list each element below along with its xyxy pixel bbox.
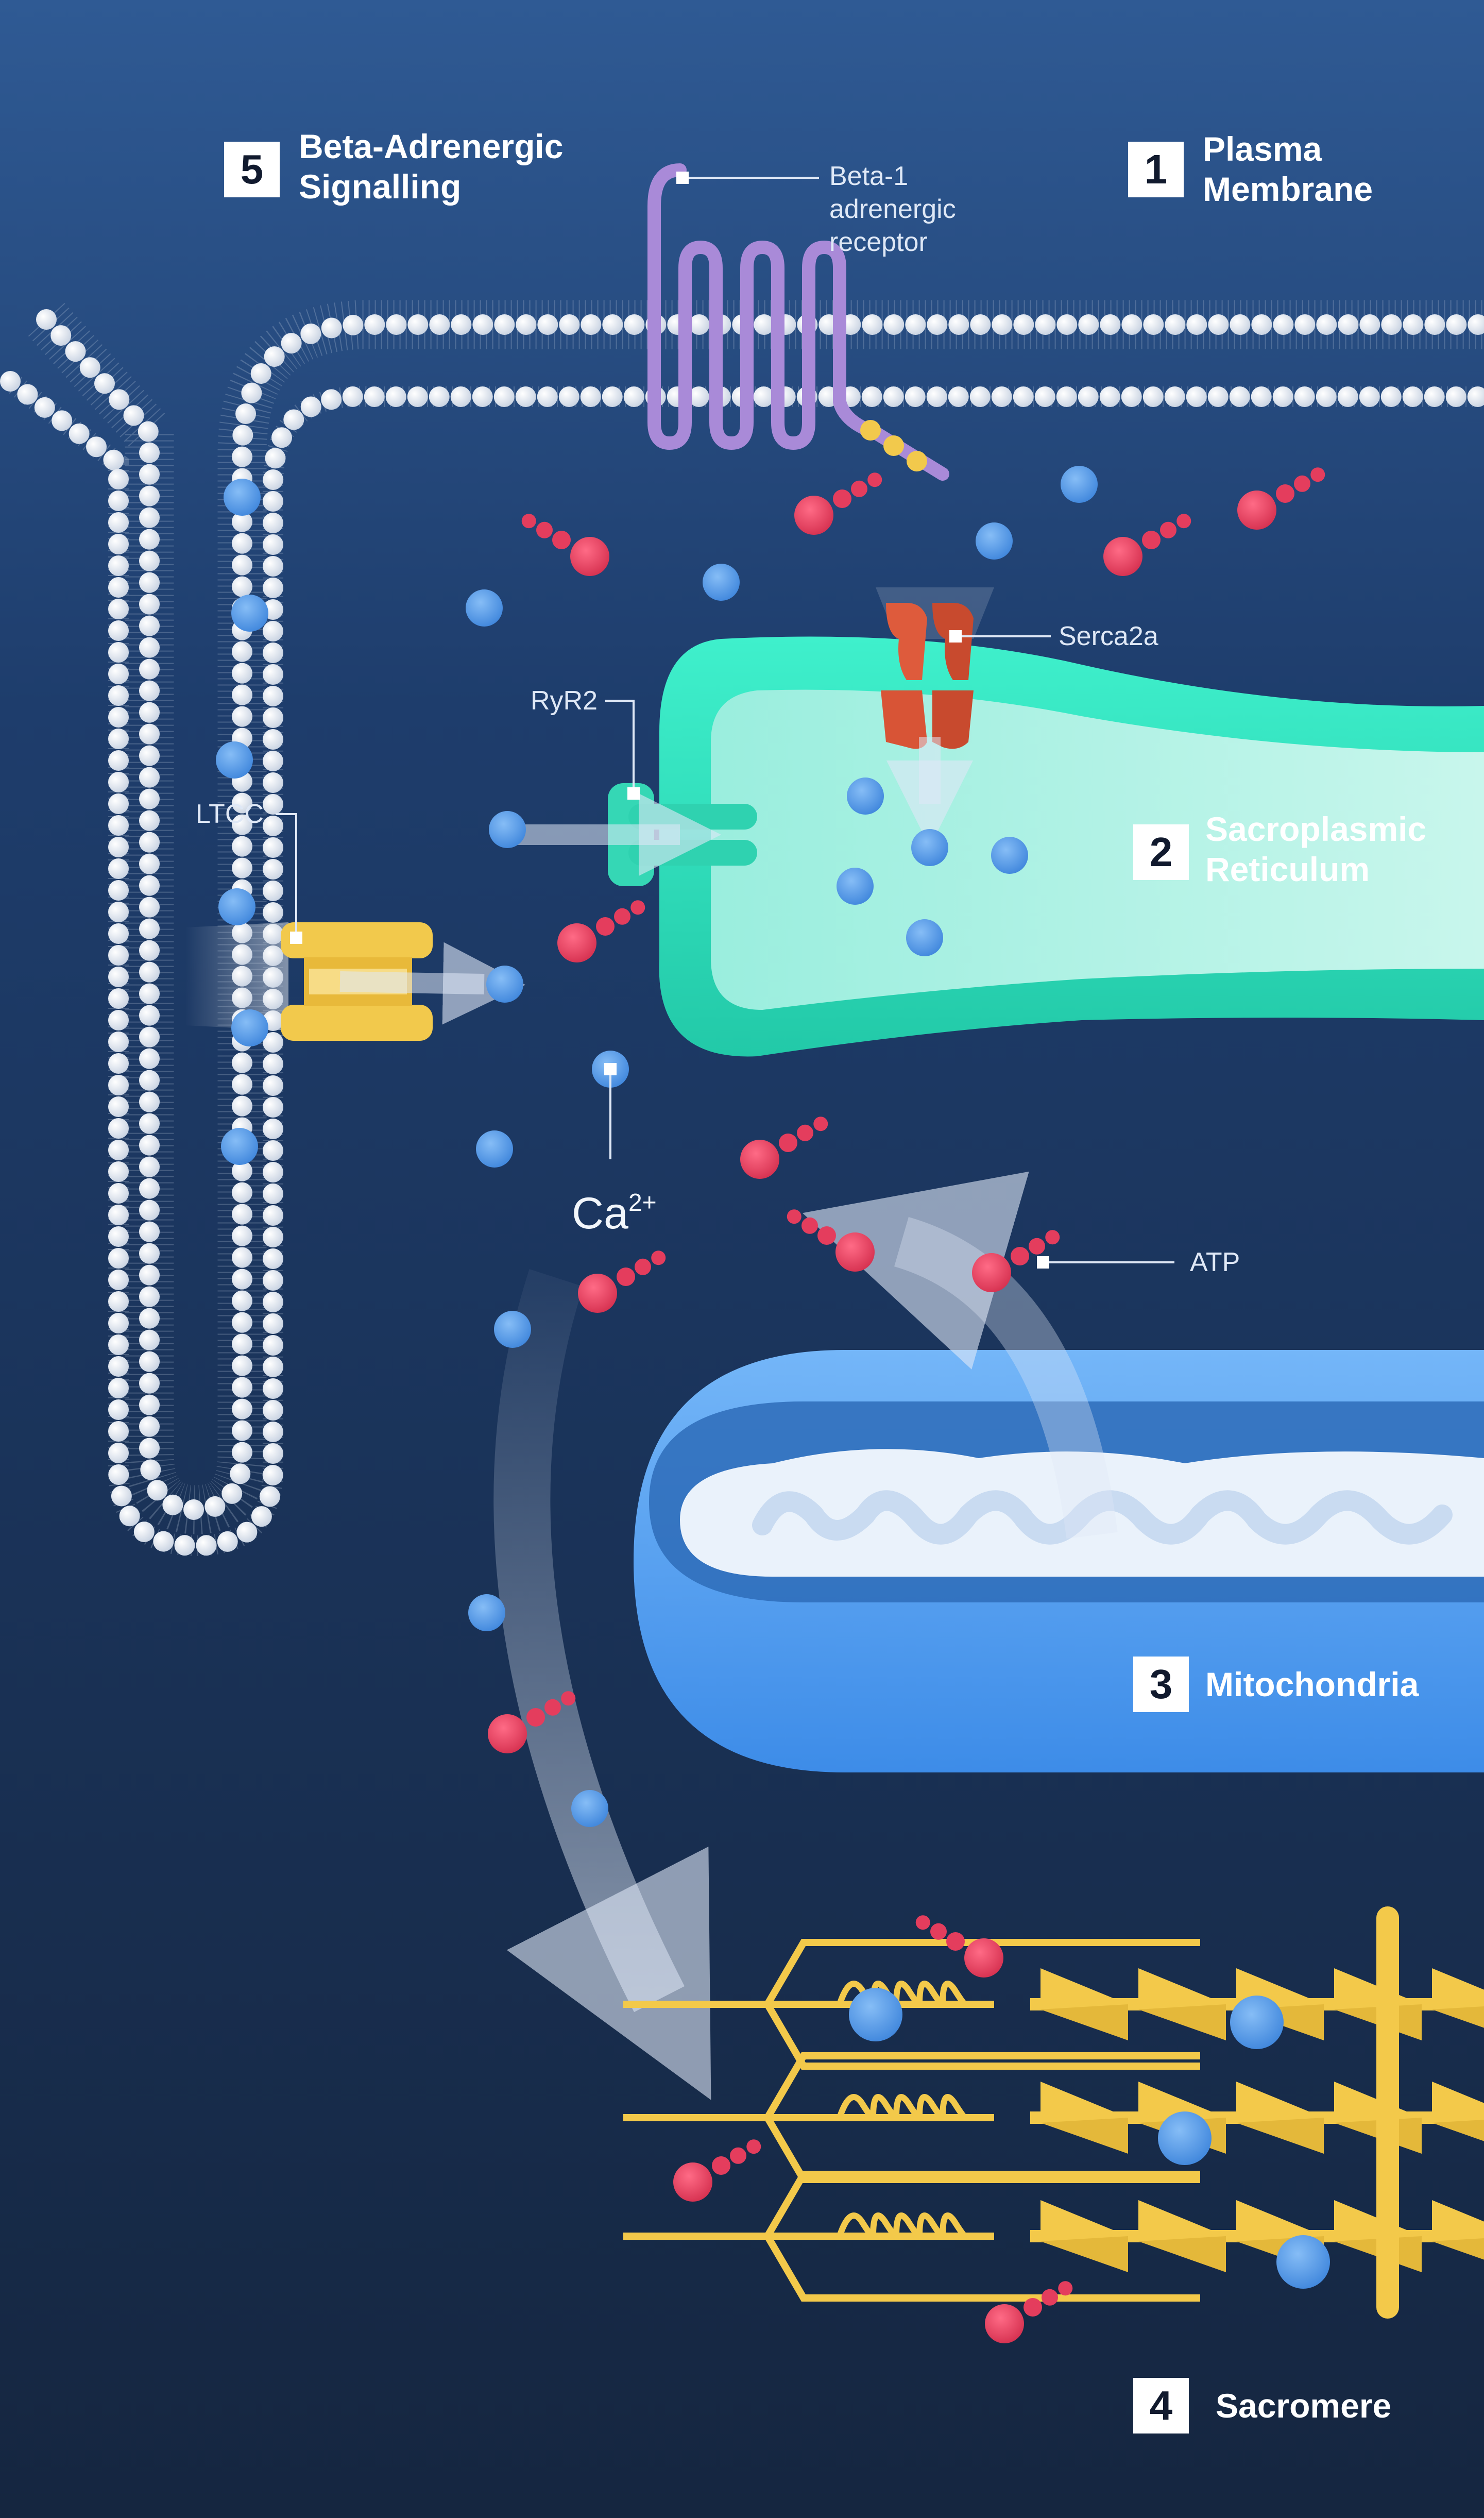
- mitochondria: [634, 1350, 1484, 1772]
- serca2a-label: Serca2a: [1059, 621, 1158, 651]
- atp-molecule-icon: [488, 1691, 576, 1753]
- calcium-ion-icon: [1158, 2111, 1212, 2165]
- membrane-bead-row: [36, 309, 1484, 1520]
- atp-molecule-icon: [673, 2139, 761, 2202]
- calcium-ion-icon: [849, 1988, 902, 2041]
- calcium-ion-icon: [468, 1594, 505, 1631]
- calcium-ion-icon: [466, 589, 503, 627]
- calcium-ion-icon: [216, 741, 253, 779]
- atp-molecule-icon: [985, 2281, 1073, 2343]
- beta-adrenergic-receptor: [647, 163, 949, 481]
- calcium-ion-icon: [991, 837, 1028, 874]
- leader-dots: [290, 172, 1049, 1269]
- section-2-title: Sacroplasmic Reticulum: [1205, 810, 1427, 888]
- ryr2-label: RyR2: [531, 686, 598, 716]
- flow-arrow-icon: [493, 1269, 711, 2100]
- atp-label: ATP: [1190, 1247, 1240, 1277]
- calcium-ion-icon: [476, 1130, 513, 1168]
- molecules: [216, 466, 1330, 2343]
- leader-lines: [276, 177, 1174, 1263]
- section-5-badge: 5: [224, 142, 280, 197]
- calcium-label-base: Ca: [572, 1189, 628, 1238]
- calcium-ion-icon: [976, 522, 1013, 560]
- calcium-ion-icon: [703, 564, 740, 601]
- calcium-ion-icon: [218, 888, 255, 925]
- atp-molecule-icon: [1103, 514, 1191, 576]
- calcium-ion-icon: [489, 811, 526, 848]
- section-4-badge: 4: [1133, 2378, 1189, 2433]
- z-disc: [1376, 1906, 1399, 2319]
- calcium-ion-icon: [847, 778, 884, 815]
- section-3-badge: 3: [1133, 1657, 1189, 1712]
- calcium-ion-icon: [486, 966, 523, 1003]
- flow-arrow-icon: [339, 942, 525, 1025]
- calcium-ion-icon: [221, 1128, 258, 1165]
- calcium-label: Ca2+: [572, 1180, 657, 1237]
- atp-molecule-icon: [972, 1230, 1060, 1292]
- calcium-ion-icon: [837, 868, 874, 905]
- ltcc-label: LTCC: [196, 799, 264, 829]
- calcium-ion-icon: [571, 1790, 608, 1827]
- calcium-label-superscript: 2+: [628, 1189, 657, 1216]
- calcium-ion-icon: [231, 595, 268, 632]
- calcium-ion-icon: [494, 1311, 531, 1348]
- sarcomere-row: [623, 2171, 1484, 2302]
- section-3-title: Mitochondria: [1205, 1665, 1419, 1703]
- calcium-ion-icon: [1061, 466, 1098, 503]
- section-4-title: Sacromere: [1216, 2387, 1392, 2425]
- section-5-title: Beta-Adrenergic Signalling: [299, 127, 564, 206]
- atp-molecule-icon: [787, 1209, 875, 1272]
- section-1-badge: 1: [1128, 142, 1184, 197]
- section-1-title: Plasma Membrane: [1203, 130, 1373, 208]
- atp-molecule-icon: [794, 472, 882, 535]
- calcium-ion-icon: [224, 479, 261, 516]
- atp-molecule-icon: [578, 1250, 666, 1313]
- atp-molecule-icon: [915, 1915, 1003, 1978]
- membrane-bead-row: [0, 371, 1484, 1556]
- section-2-badge: 2: [1133, 824, 1189, 880]
- atp-molecule-icon: [740, 1117, 828, 1179]
- atp-molecule-icon: [557, 900, 645, 962]
- plasma-membrane: [0, 300, 1484, 1557]
- calcium-ion-icon: [906, 919, 943, 956]
- flow-arrow-icon: [802, 1171, 1118, 1539]
- atp-molecule-icon: [1237, 467, 1325, 530]
- atp-molecule-icon: [521, 514, 609, 576]
- calcium-ion-icon: [1276, 2235, 1330, 2289]
- sarcomere-row: [623, 2052, 1484, 2183]
- beta-receptor-label: Beta-1 adrenergic receptor: [829, 161, 956, 257]
- flow-arrows: [339, 737, 1118, 2100]
- calcium-ion-icon: [911, 829, 948, 866]
- calcium-ion-icon: [231, 1009, 268, 1046]
- calcium-ion-icon: [1230, 1996, 1284, 2049]
